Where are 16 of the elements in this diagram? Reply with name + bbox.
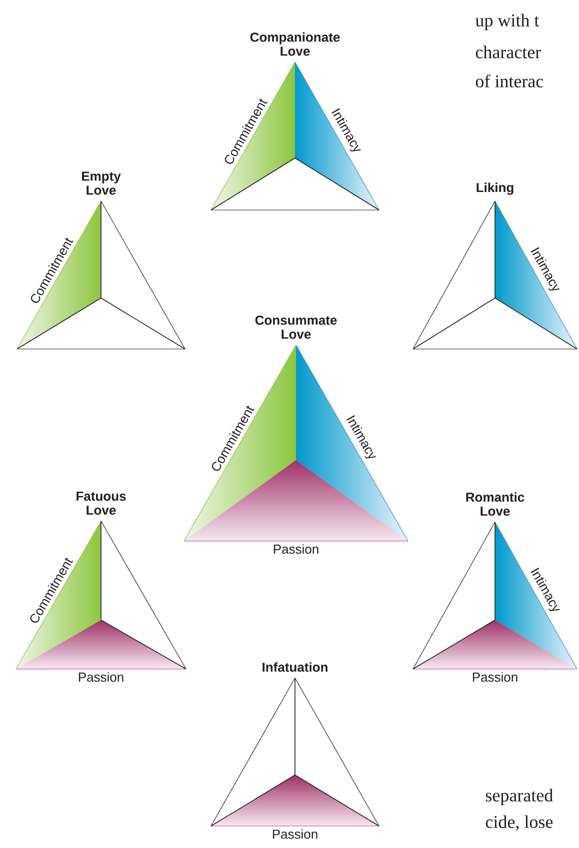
triangle-title: Companionate Love [250, 32, 340, 56]
book-text: character [476, 46, 541, 58]
book-text: cide, lose [486, 815, 553, 831]
side-label: Passion [78, 672, 124, 682]
side-label: Passion [272, 829, 318, 839]
book-text: of interac [476, 74, 544, 88]
side-label: Passion [472, 672, 518, 682]
triangle-title: Consummate Love [255, 316, 337, 339]
triangle-title: Fatuous Love [76, 492, 126, 515]
side-label: Passion [274, 544, 318, 554]
triangle-title: Infatuation [262, 662, 328, 672]
triangle-title: Empty Love [82, 172, 121, 195]
triangle-title: Romantic Love [466, 492, 524, 516]
book-text: separated [486, 788, 553, 806]
triangle-title: Liking [476, 182, 514, 195]
book-text: up with t [475, 14, 540, 30]
